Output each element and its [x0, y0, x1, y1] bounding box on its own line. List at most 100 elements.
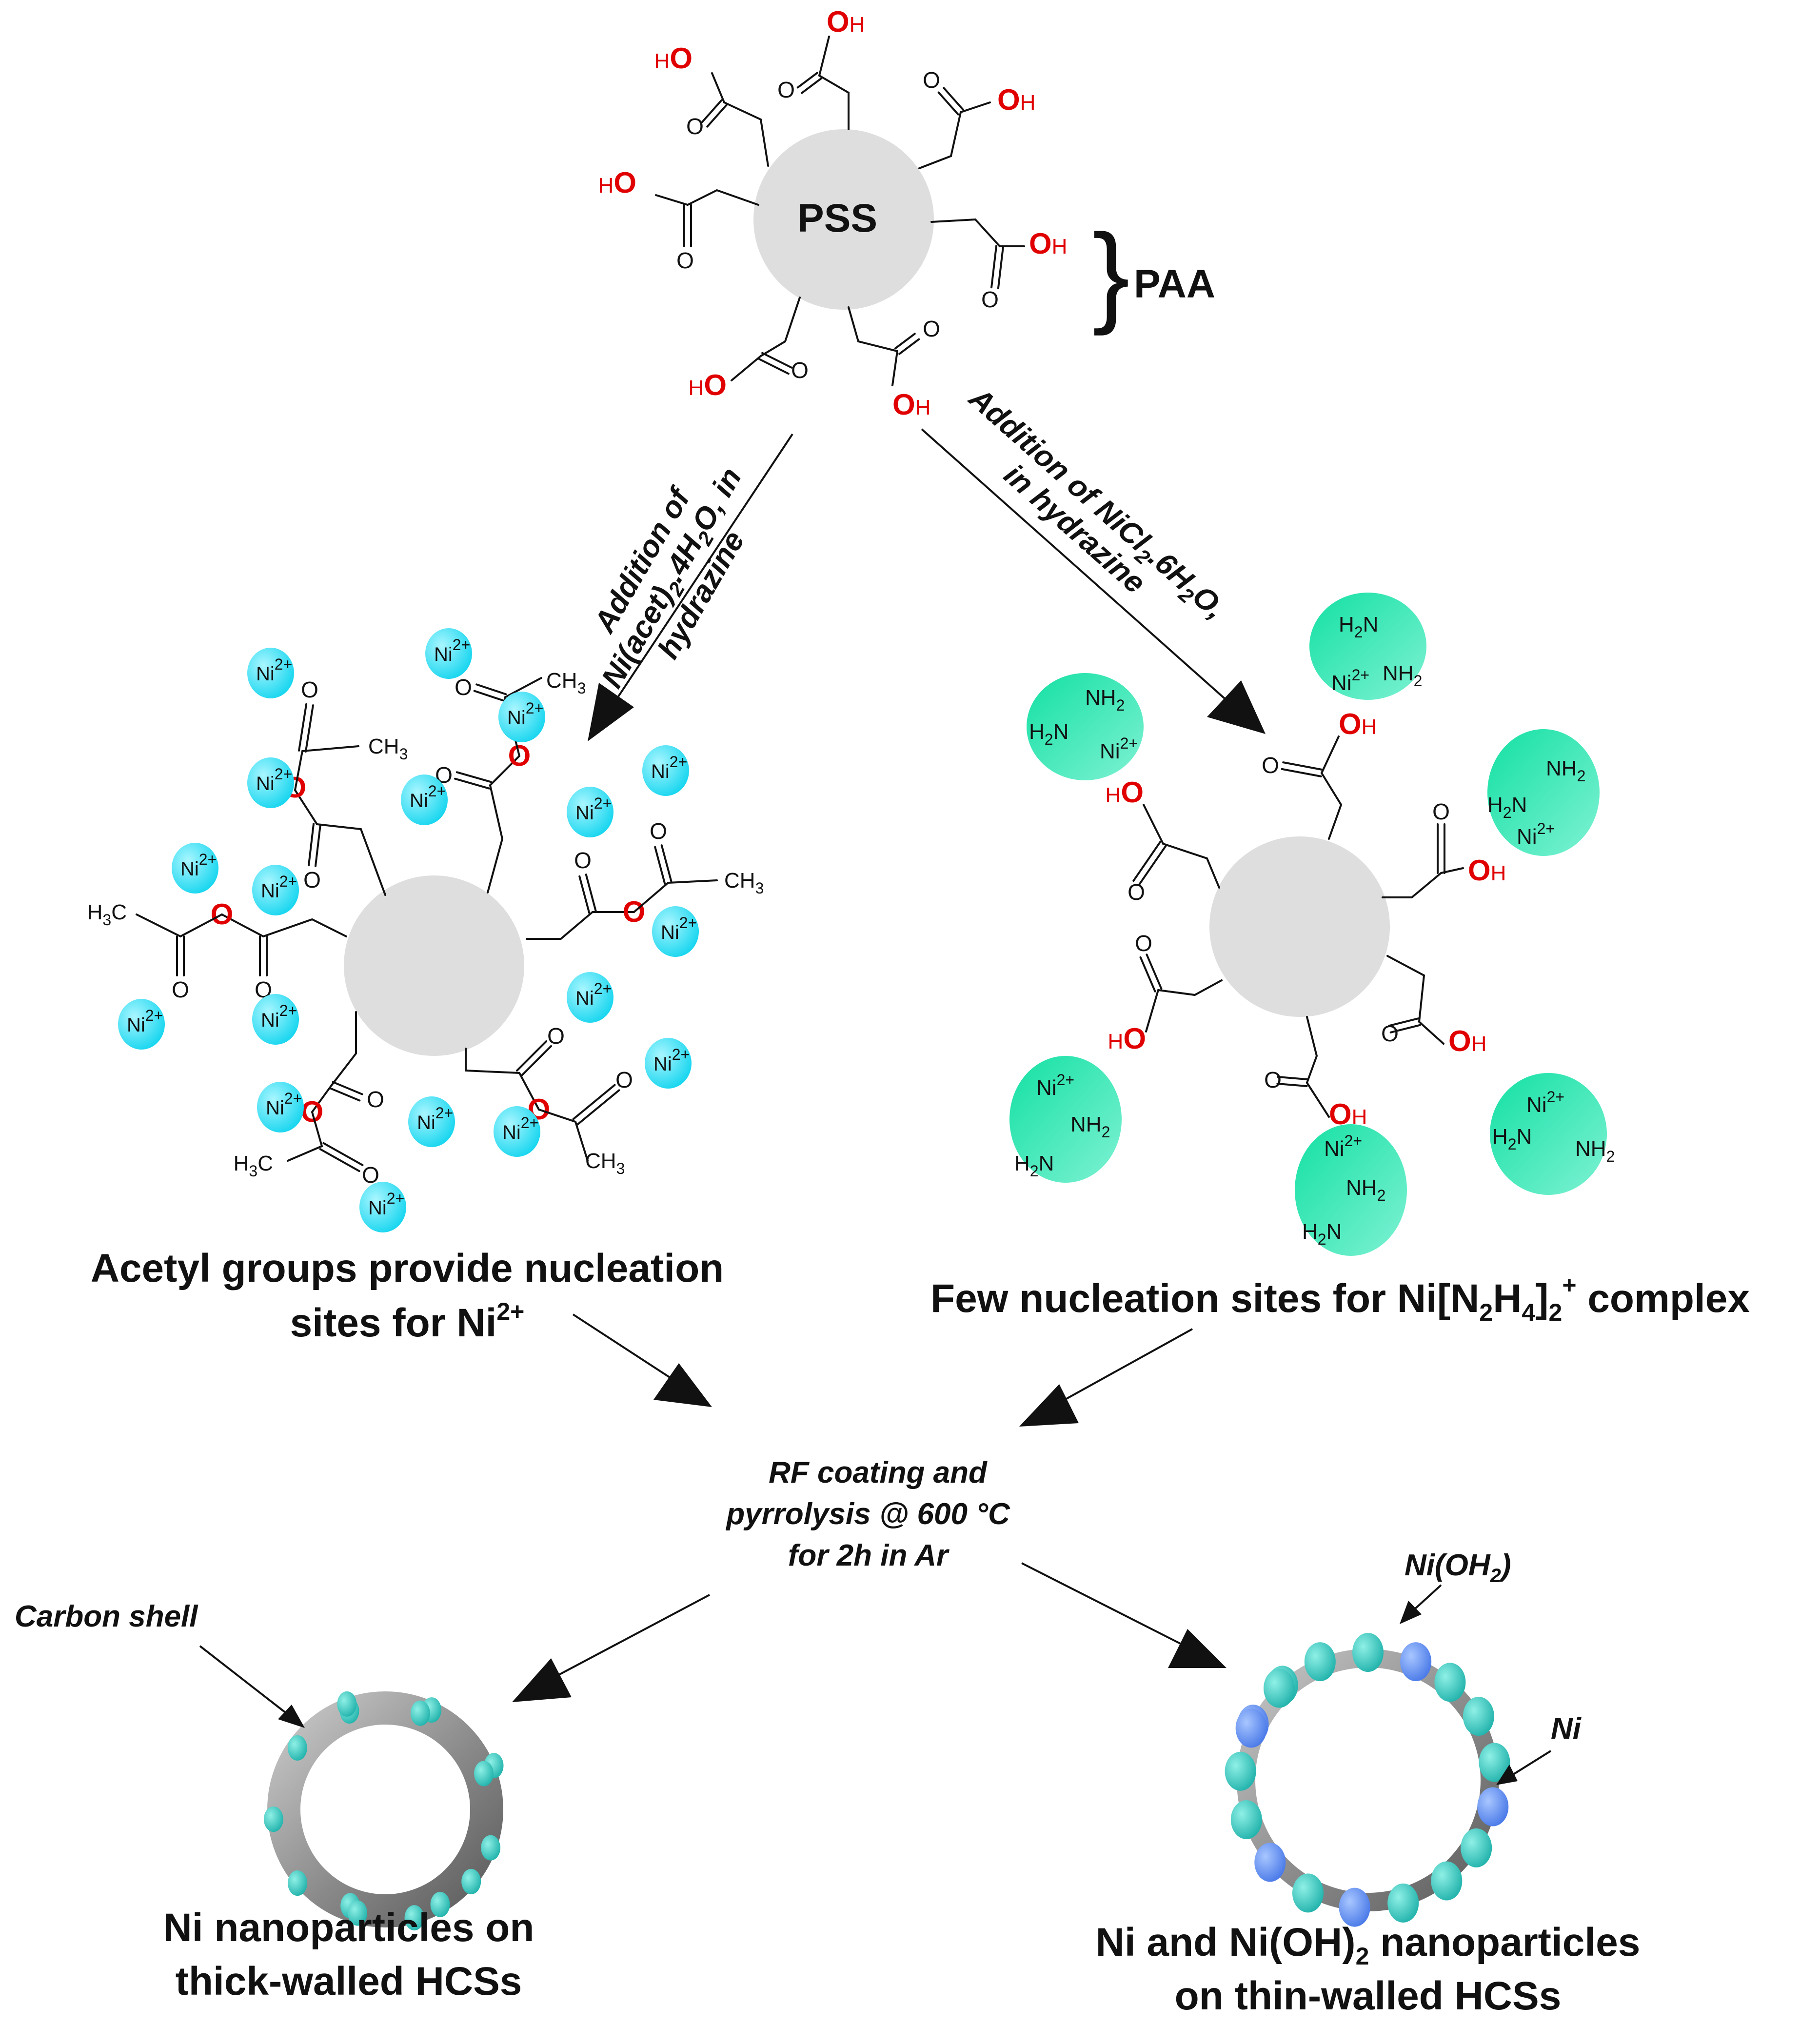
complex-text: NH2 [1575, 1137, 1615, 1165]
complex-text: Ni2+ [1331, 666, 1369, 695]
carboxyl-group: O OH [1381, 955, 1486, 1057]
arrow-to-thick-shell [512, 1594, 710, 1702]
carbonyl-oxygen: O [923, 67, 940, 93]
carbonyl-oxygen: O [791, 357, 809, 383]
nioh-nanoparticle [1400, 1642, 1432, 1682]
carbonyl-oxygen: O [923, 316, 940, 341]
hydroxyl-label: HO [689, 369, 727, 401]
arrow-to-thin-shell [1021, 1562, 1227, 1668]
ni-ion: Ni2+ [359, 1182, 406, 1232]
hydroxyl-label: OH [827, 5, 865, 38]
carbonyl-oxygen: O [686, 114, 704, 139]
ni-ion: Ni2+ [257, 1082, 304, 1132]
paa-label: PAA [1134, 262, 1215, 306]
hydroxyl-bond [1143, 804, 1164, 845]
hydroxyl-label: OH [1448, 1025, 1486, 1057]
thin-walled-hcs [1225, 1633, 1510, 1927]
carbonyl-oxygen: O [574, 848, 592, 873]
carbon-shell-pointer [199, 1645, 305, 1728]
ni-nanoparticle [337, 1691, 357, 1717]
carboxyl-group: OOH [1264, 1016, 1367, 1131]
hydroxyl-label: OH [997, 83, 1035, 116]
acetyl-oxygen: O [172, 977, 189, 1002]
carbonyl-oxygen: O [1381, 1021, 1399, 1046]
alkyl-bond [1162, 843, 1220, 889]
hydroxyl-bond [818, 36, 830, 77]
hydroxyl-label: OH [1029, 227, 1067, 260]
carbonyl-bond [701, 99, 723, 123]
carbonyl-bond [801, 77, 823, 94]
alkyl-bond [1382, 872, 1442, 898]
carboxyl-group: O HO [598, 166, 759, 273]
carbonyl-oxygen: O [1262, 753, 1279, 778]
carbonyl-oxygen: O [1128, 879, 1145, 905]
arrow-to-right [921, 428, 1266, 734]
hydroxyl-bond [891, 350, 898, 386]
nioh-pointer [1400, 1584, 1442, 1624]
carbonyl-oxygen: O [547, 1023, 565, 1049]
carbonyl-bond [894, 333, 916, 350]
left-caption-line2: sites for Ni2+ [290, 1298, 525, 1345]
nioh-nanoparticle [1254, 1843, 1286, 1882]
ni-nanoparticle [1304, 1642, 1336, 1682]
carbonyl-bond [1277, 1076, 1308, 1081]
carbonyl-bond [1132, 841, 1162, 882]
right-arrow-label-line1: Addition of NiCl2.6H2O, [959, 380, 1232, 629]
ni-nanoparticle [461, 1868, 481, 1894]
carbonyl-oxygen: O [1264, 1067, 1282, 1092]
hydrazine-core [1209, 836, 1390, 1017]
carbonyl-bond [706, 103, 728, 128]
methyl-label: H3C [87, 900, 127, 929]
carbonyl-bond [1281, 768, 1322, 777]
ni-label: Ni [1551, 1712, 1582, 1746]
carboxyl-group: O OH [777, 5, 865, 130]
alkyl-bond [848, 306, 898, 352]
complex-text: H2N [1302, 1220, 1342, 1248]
alkyl-bond [1321, 772, 1343, 840]
hydroxyl-bond [711, 72, 725, 103]
ni-ion: Ni2+ [645, 1038, 692, 1089]
acetate-core [344, 875, 524, 1056]
complex-text: Ni2+ [1036, 1071, 1074, 1100]
hydroxyl-bond [731, 355, 762, 381]
carbonyl-bond [761, 352, 793, 369]
complex-text: Ni2+ [1526, 1088, 1564, 1117]
complex-text: H2N [1492, 1125, 1532, 1153]
hydroxyl-label: HO [598, 166, 636, 199]
complex-text: Ni2+ [1324, 1132, 1362, 1161]
carbonyl-oxygen: O [777, 77, 795, 102]
alkyl-bond [930, 218, 1001, 247]
ni-nanoparticle [1479, 1743, 1510, 1782]
carbonyl-oxygen: O [303, 867, 321, 893]
carbonyl-bond [997, 245, 1004, 289]
ni-ion: Ni2+ [247, 648, 294, 698]
nioh-nanoparticle [1339, 1887, 1370, 1927]
bottom-right-caption-line1: Ni and Ni(OH)2 nanoparticles [1096, 1920, 1641, 1970]
left-caption-line1: Acetyl groups provide nucleation [91, 1246, 724, 1290]
carbonyl-bond [898, 338, 920, 355]
ni-nanoparticle [1431, 1861, 1463, 1901]
bottom-left-caption-line2: thick-walled HCSs [176, 1959, 522, 2004]
ni-nanoparticle [1292, 1873, 1324, 1913]
ni-ion: Ni2+ [425, 628, 472, 679]
ni-ion: Ni2+ [642, 745, 689, 796]
ni-nanoparticle [1461, 1828, 1492, 1867]
alkyl-bond [487, 784, 504, 893]
alkyl-bond [818, 75, 850, 130]
carboxyl-group: OHO [654, 42, 769, 167]
methyl-label: CH3 [585, 1149, 625, 1177]
hydroxyl-bond [1440, 867, 1464, 874]
carbonyl-bond [937, 91, 959, 116]
alkyl-bond [918, 111, 962, 169]
complex-text: NH2 [1085, 686, 1125, 714]
ni-ion: Ni2+ [652, 906, 699, 957]
carbonyl-oxygen: O [676, 248, 694, 273]
ni-ion-label: Ni2+ [434, 636, 470, 665]
arrow-right-to-middle [1019, 1328, 1193, 1427]
alkyl-bond [1157, 979, 1223, 996]
